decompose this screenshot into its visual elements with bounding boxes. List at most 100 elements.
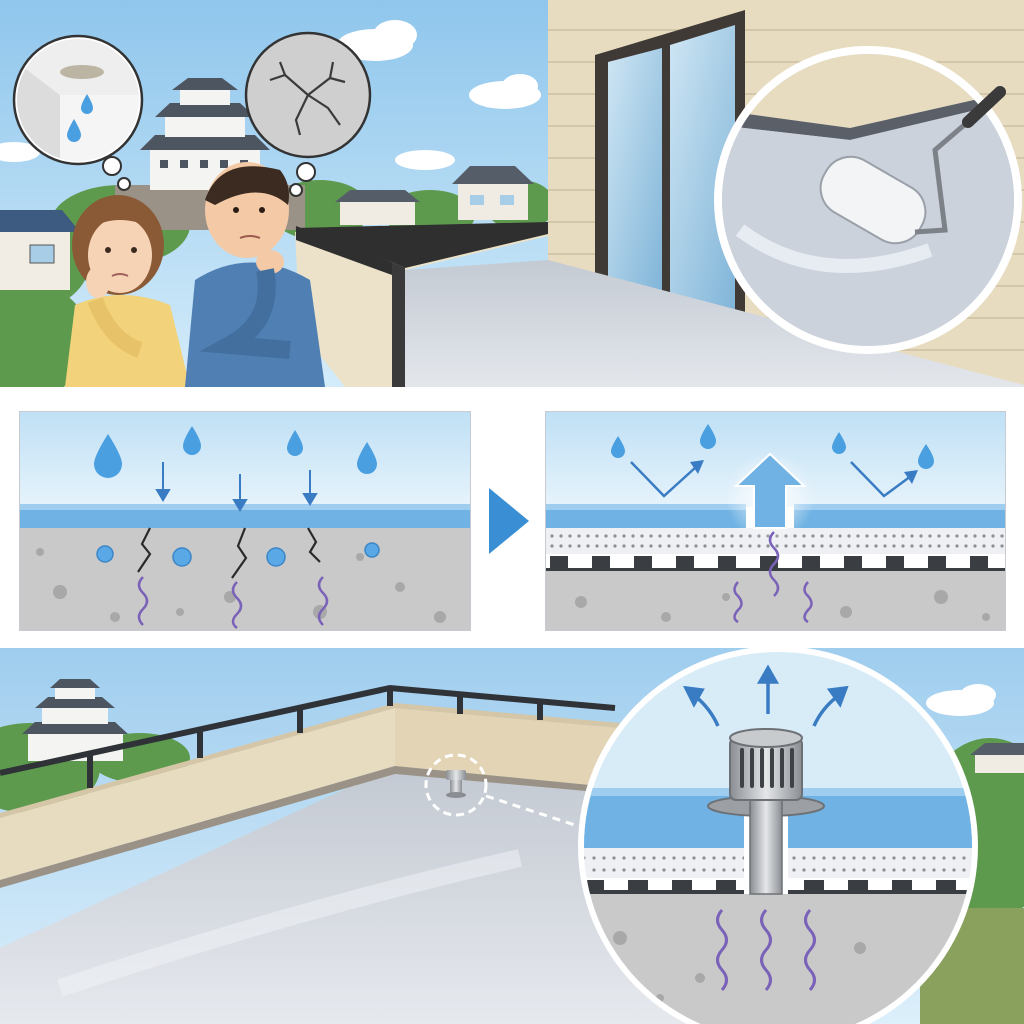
perforation-dot: [842, 856, 846, 860]
perforation-dot: [712, 856, 716, 860]
vapor-wave-icon: [733, 581, 743, 624]
perforation-dot: [838, 534, 842, 538]
crack-icon: [269, 61, 346, 136]
perforation-dot: [631, 534, 635, 538]
perforation-dot: [946, 544, 950, 548]
perforation-dot: [862, 868, 866, 872]
perforation-dot: [856, 534, 860, 538]
vent-location-marker: [424, 753, 579, 828]
perforation-dot: [912, 856, 916, 860]
perforation-dot: [883, 544, 887, 548]
vent-detail-zoom: [578, 648, 978, 1024]
vapor-wave-icon: [716, 908, 728, 992]
perforation-dot: [812, 856, 816, 860]
perforation-dot: [622, 544, 626, 548]
perforation-dot: [602, 868, 606, 872]
perforation-dot: [982, 534, 986, 538]
spacer-block: [672, 880, 692, 891]
perforation-dot: [685, 544, 689, 548]
perforation-dot: [612, 868, 616, 872]
perforation-dot: [692, 868, 696, 872]
vapor-wave-icon: [137, 576, 149, 626]
down-arrow-icon: [232, 474, 248, 512]
perforation-dot: [937, 534, 941, 538]
perforation-dot: [928, 534, 932, 538]
perforation-dot: [642, 868, 646, 872]
moisture-blob-icon: [172, 547, 192, 567]
roller-coating-zoom: [714, 46, 1022, 354]
up-arrow-icon: [682, 685, 720, 727]
perforation-dot: [649, 544, 653, 548]
perforation-dot: [662, 856, 666, 860]
perforation-dot: [721, 544, 725, 548]
perforation-dot: [676, 534, 680, 538]
vapor-wave-icon: [768, 531, 780, 597]
spacer-block: [718, 556, 736, 568]
perforation-dot: [937, 544, 941, 548]
perforation-dot: [865, 544, 869, 548]
perforation-dot: [802, 868, 806, 872]
perforation-dot: [901, 534, 905, 538]
perforation-dot: [829, 534, 833, 538]
deaeration-vent-icon: [707, 728, 825, 895]
perforation-dot: [676, 544, 680, 548]
perforation-dot: [962, 868, 966, 872]
water-drop-icon: [357, 442, 377, 474]
perforation-dot: [902, 868, 906, 872]
perforation-dot: [595, 544, 599, 548]
perforation-dot: [568, 544, 572, 548]
perforation-dot: [802, 534, 806, 538]
spacer-block: [628, 880, 648, 891]
perforation-dot: [822, 856, 826, 860]
perforation-dot: [667, 534, 671, 538]
perforation-dot: [577, 534, 581, 538]
after-diagram: [545, 411, 1006, 631]
perforation-dot: [658, 544, 662, 548]
perforation-dot: [604, 544, 608, 548]
perforation-dot: [658, 534, 662, 538]
perforation-dot: [640, 544, 644, 548]
perforation-dot: [892, 856, 896, 860]
perforation-dot: [592, 868, 596, 872]
perforation-dot: [872, 856, 876, 860]
house-right: [970, 743, 1024, 773]
perforation-dot: [592, 856, 596, 860]
spacer-block: [802, 556, 820, 568]
castle: [22, 679, 128, 761]
perforation-dot: [682, 856, 686, 860]
perforation-dot: [702, 868, 706, 872]
next-step-arrow: [487, 486, 531, 556]
perforation-dot: [1000, 534, 1004, 538]
vapor-wave-icon: [804, 908, 816, 992]
perforation-dot: [652, 856, 656, 860]
perforation-dot: [730, 544, 734, 548]
perforation-dot: [577, 544, 581, 548]
perforation-dot: [568, 534, 572, 538]
vapor-wave-icon: [803, 581, 813, 624]
perforation-dot: [667, 544, 671, 548]
perforation-dot: [955, 544, 959, 548]
perforation-dot: [962, 856, 966, 860]
perforation-dot: [892, 534, 896, 538]
water-drop-icon: [287, 430, 303, 456]
perforation-dot: [820, 544, 824, 548]
perforation-dot: [632, 856, 636, 860]
clouds: [0, 20, 541, 170]
balcony-floor: [405, 260, 1024, 387]
perforation-dot: [838, 544, 842, 548]
vent-installed-scene: [0, 648, 1024, 1024]
spacer-block: [936, 880, 956, 891]
perforation-dot: [1000, 544, 1004, 548]
perforation-dot: [910, 534, 914, 538]
perforation-dot: [856, 544, 860, 548]
perforation-dot: [865, 534, 869, 538]
down-arrow-icon: [155, 462, 171, 502]
perforation-dot: [883, 534, 887, 538]
crack-icon: [137, 527, 152, 573]
perforation-dot: [766, 544, 770, 548]
perforation-dot: [722, 856, 726, 860]
perforation-dot: [622, 868, 626, 872]
perforation-dot: [586, 534, 590, 538]
perforation-dot: [730, 534, 734, 538]
spacer-block: [584, 880, 604, 891]
